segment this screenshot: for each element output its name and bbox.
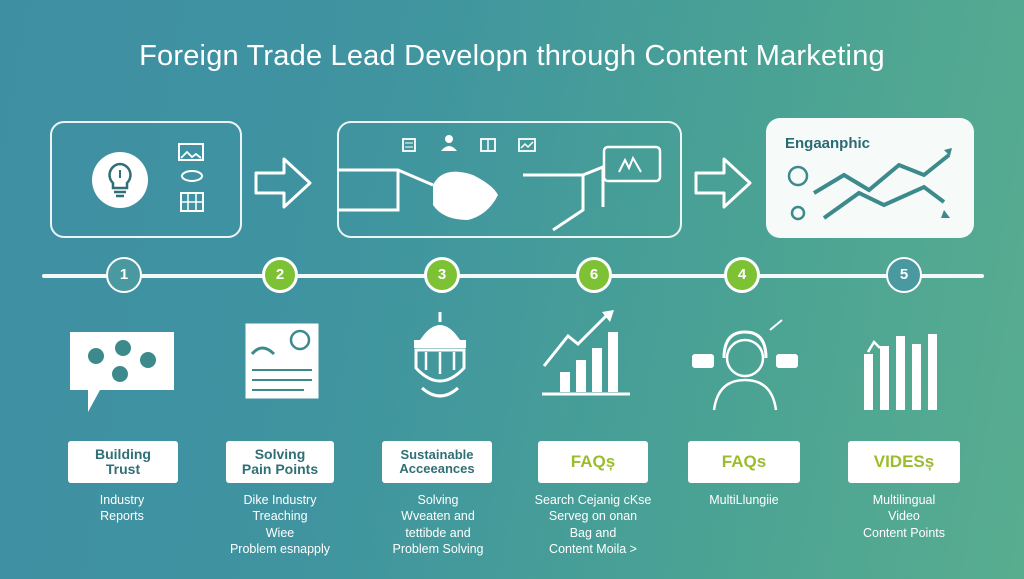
chat-bubbles-icon	[70, 332, 174, 412]
label-line: Trust	[105, 461, 141, 477]
label-faqs-2: FAQs	[688, 441, 800, 483]
desc-col-1: Industry Reports	[58, 492, 186, 525]
timeline-step[interactable]: 5	[886, 257, 922, 293]
timeline-line	[42, 274, 984, 278]
timeline-step[interactable]: 6	[576, 257, 612, 293]
image-icon	[178, 143, 204, 161]
desc-line: Problem esnapply	[229, 541, 331, 556]
desc-line: Wiee	[265, 525, 295, 540]
desc-line: Search Cejanig cKse	[534, 493, 652, 507]
desc-col-3: Solving Wveaten and tettibde and Problem…	[368, 492, 508, 557]
desc-line: Bag and	[569, 525, 617, 540]
timeline-step[interactable]: 1	[106, 257, 142, 293]
label-sustainable: Sustainable Acceeances	[382, 441, 492, 483]
desc-line: Industry	[99, 493, 145, 507]
desc-line: Solving	[417, 493, 459, 507]
desc-line: Video	[888, 509, 920, 524]
label-line: Acceeances	[399, 461, 475, 476]
headset-person-icon	[692, 319, 798, 411]
label-videos: VIDESș	[848, 441, 960, 483]
chart-small-icon	[518, 138, 536, 152]
panel-lightbulb	[50, 121, 242, 238]
arrow-right-icon	[694, 157, 752, 209]
desc-col-6: Multilingual Video Content Points	[840, 492, 968, 541]
timeline-step[interactable]: 4	[724, 257, 760, 293]
label-line: Pain Points	[241, 461, 319, 477]
desc-col-4: Search Cejanig cKse Serveg on onan Bag a…	[518, 492, 668, 557]
label-line: Sustainable	[400, 447, 474, 463]
disc-icon	[181, 170, 203, 182]
panel-growth-label: Engaanphic	[785, 135, 871, 152]
person-small-icon	[441, 135, 457, 151]
arrow-right-icon	[254, 157, 312, 209]
grid-icon	[180, 192, 204, 212]
page-title: Foreign Trade Lead Developn through Cont…	[139, 40, 885, 72]
label-solving-pain-points: Solving Pain Points	[226, 441, 334, 483]
panel-handshake	[337, 121, 682, 238]
monitor-icon	[602, 145, 662, 183]
growth-chart-icon	[787, 148, 952, 221]
label-building-trust: Building Trust	[68, 441, 178, 483]
document-icon	[245, 323, 319, 399]
desc-line: Treaching	[252, 509, 308, 524]
timeline-step[interactable]: 2	[262, 257, 298, 293]
desc-line: Multilingual	[872, 493, 936, 507]
label-faqs-1: FAQș	[538, 441, 648, 483]
label-line: Building	[95, 446, 151, 463]
label-line: VIDESș	[873, 452, 935, 472]
growth-bars-icon	[542, 310, 630, 396]
desc-line: Problem Solving	[392, 541, 484, 556]
desc-line: Wveaten and	[401, 509, 475, 524]
desc-line: Dike Industry	[243, 493, 317, 507]
desc-line: Reports	[100, 509, 144, 524]
label-line: FAQș	[570, 452, 616, 472]
desc-line: tettibde and	[405, 525, 471, 540]
desc-line: Content Moila >	[549, 541, 637, 556]
timeline-step[interactable]: 3	[424, 257, 460, 293]
desc-line: Content Points	[863, 525, 945, 540]
label-line: Solving	[254, 446, 306, 463]
video-bars-icon	[864, 334, 937, 410]
desc-line: Serveg on onan	[548, 509, 638, 524]
desc-col-2: Dike Industry Treaching Wiee Problem esn…	[210, 492, 350, 557]
desc-line: MultiLlungiie	[709, 493, 779, 507]
book-small-icon	[480, 138, 496, 152]
label-line: FAQs	[721, 452, 767, 472]
building-icon	[414, 312, 466, 398]
doc-small-icon	[402, 138, 416, 152]
lightbulb-icon	[92, 152, 148, 208]
desc-col-5: MultiLlungiie	[680, 492, 808, 508]
